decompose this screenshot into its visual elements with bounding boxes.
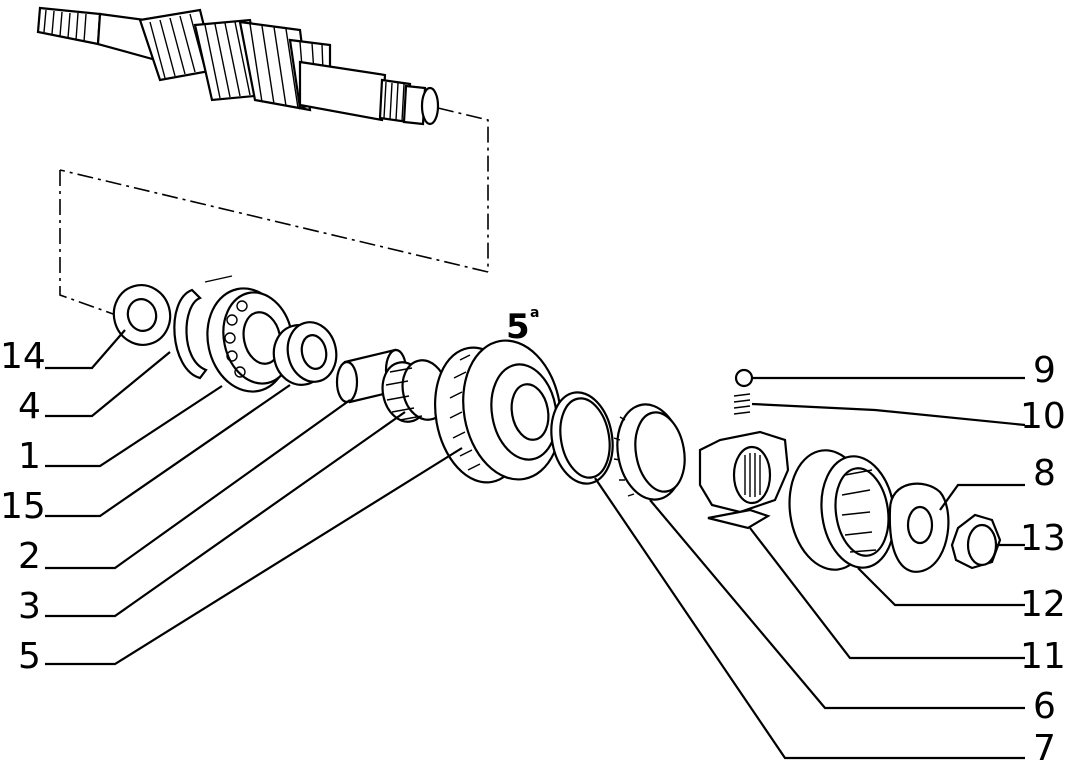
- fifth-gear-5: [433, 339, 562, 484]
- spacer-ring-15: [272, 321, 338, 386]
- gear-label-superscript: a: [530, 305, 539, 321]
- callout-14: 14: [0, 336, 46, 377]
- leader-lines: [45, 329, 1026, 760]
- thrust-washer-14: [112, 284, 172, 346]
- snap-ring-4: [173, 275, 233, 380]
- callout-7: 7: [1033, 728, 1056, 763]
- callout-6: 6: [1033, 686, 1056, 727]
- synchro-hub-11: [698, 430, 790, 530]
- sliding-sleeve-12: [788, 449, 896, 571]
- output-shaft: [36, 6, 440, 126]
- callout-15: 15: [0, 486, 46, 527]
- nut-13: [950, 513, 1002, 570]
- callout-4: 4: [18, 386, 41, 427]
- spring-10: [733, 393, 751, 415]
- gear-label: 5: [506, 307, 530, 347]
- callout-1: 1: [18, 436, 41, 477]
- alignment-lines: [59, 107, 489, 321]
- callout-labels: 14 4 1 15 2 3 5 9 10 8 13 12 11 6 7: [0, 336, 1066, 763]
- callout-3: 3: [18, 586, 41, 627]
- callout-5: 5: [18, 636, 41, 677]
- ring-7: [550, 391, 614, 485]
- callout-11: 11: [1020, 636, 1066, 677]
- synchro-ring-6: [613, 403, 686, 501]
- lock-plate-8: [888, 482, 950, 573]
- callout-10: 10: [1020, 396, 1066, 437]
- callout-9: 9: [1033, 350, 1056, 391]
- callout-13: 13: [1020, 518, 1066, 559]
- callout-8: 8: [1033, 453, 1056, 494]
- detent-ball-9: [734, 368, 754, 388]
- callout-12: 12: [1020, 584, 1066, 625]
- callout-2: 2: [18, 536, 41, 577]
